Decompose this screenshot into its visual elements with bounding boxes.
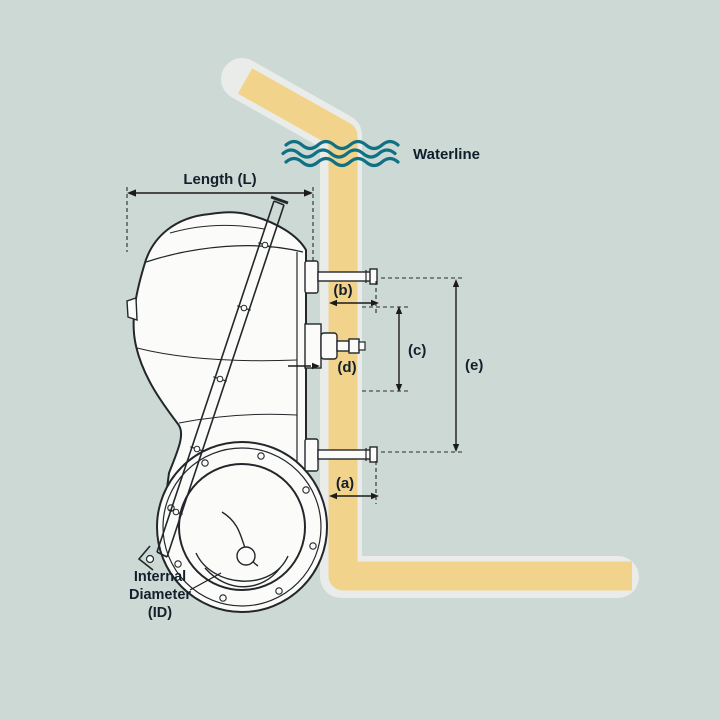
flange-bolt (201, 459, 209, 467)
dimension-a: (a) (329, 461, 379, 504)
rail-edge-upper (156, 200, 275, 553)
body-side-tab (126, 297, 138, 321)
body-cap-line (169, 224, 265, 234)
length-arrowhead-left (127, 189, 136, 197)
lower-stud-rod (317, 449, 377, 460)
flange-bolt (302, 486, 310, 494)
d-label: (d) (337, 359, 356, 376)
upper-mounting-stud (304, 260, 378, 294)
rail-bolt (193, 445, 201, 453)
hull-band (221, 58, 639, 598)
middle-fitting-hex-nut (348, 338, 360, 354)
rail-foot-bolt (145, 554, 155, 564)
middle-fitting-boss (320, 332, 338, 360)
thruster-drawing (126, 195, 378, 613)
body-seam-lower (178, 413, 298, 424)
d-arrowhead (312, 362, 320, 370)
hull-surface (237, 68, 632, 591)
wave-line-2 (281, 148, 397, 159)
tunnel-flange-ring (162, 447, 322, 607)
impeller-blade (195, 552, 289, 582)
rail-bolt (172, 508, 180, 516)
rail-foot-bracket (137, 545, 154, 571)
a-arrowhead-right (371, 492, 379, 500)
middle-fitting-tip (358, 341, 366, 351)
upper-stud-nut (369, 268, 378, 285)
id-leader-line (189, 572, 222, 591)
e-label: (e) (465, 357, 483, 374)
waterline-waves (281, 139, 400, 168)
rail-bolt (261, 241, 269, 249)
id-label-line3: (ID) (148, 605, 172, 621)
rail-bolt (216, 375, 224, 383)
mounting-rail (137, 195, 289, 571)
c-arrowhead-top (395, 306, 403, 314)
body-seam-top (145, 245, 304, 263)
dimension-d: (d) (288, 359, 357, 376)
a-label: (a) (336, 475, 354, 492)
impeller-blade (204, 567, 281, 588)
c-arrowhead-bottom (395, 384, 403, 392)
lower-stud-plate (304, 438, 319, 472)
wave-line-1 (284, 139, 400, 151)
dimension-c: (c) (362, 306, 426, 392)
rail-bolt (240, 304, 248, 312)
dimension-b: (b) (329, 281, 379, 313)
e-arrowhead-top (452, 279, 460, 287)
upper-stud-plate (304, 260, 319, 294)
b-arrowhead-right (371, 299, 379, 307)
a-arrowhead-left (329, 492, 337, 500)
length-arrowhead-right (304, 189, 313, 197)
impeller (195, 511, 289, 588)
dimension-e: (e) (381, 277, 483, 453)
b-label: (b) (333, 282, 352, 299)
lower-stud-nut (369, 446, 378, 463)
middle-fitting (304, 323, 366, 369)
length-label: Length (L) (183, 171, 256, 188)
rail-end-caps (156, 200, 285, 558)
wave-line-3 (284, 156, 400, 168)
c-label: (c) (408, 342, 426, 359)
upper-stud-rod (317, 271, 377, 282)
rail-top-bracket (270, 195, 289, 205)
flange-bolt (174, 560, 182, 568)
flange-bolts (167, 452, 317, 602)
flange-bolt (309, 542, 317, 550)
body-seam-middle (136, 347, 298, 362)
id-label-line1: Internal (134, 569, 186, 585)
b-arrowhead-left (329, 299, 337, 307)
id-label-line2: Diameter (129, 587, 191, 603)
flange-bolt (257, 452, 265, 460)
lower-mounting-stud (304, 438, 378, 472)
thruster-body (132, 211, 307, 497)
rail-bolts (172, 241, 269, 516)
internal-diameter-callout: Internal Diameter (ID) (129, 569, 222, 621)
tunnel-bore (178, 463, 306, 591)
waterline-label: Waterline (413, 146, 480, 163)
flange-bolt (275, 587, 283, 595)
middle-fitting-rod (336, 340, 350, 352)
length-dimension: Length (L) (126, 171, 314, 264)
rail-foot (137, 545, 155, 571)
middle-fitting-plate (304, 323, 322, 369)
e-arrowhead-bottom (452, 444, 460, 452)
flange-bolt (219, 594, 227, 602)
impeller-hub (236, 546, 256, 566)
